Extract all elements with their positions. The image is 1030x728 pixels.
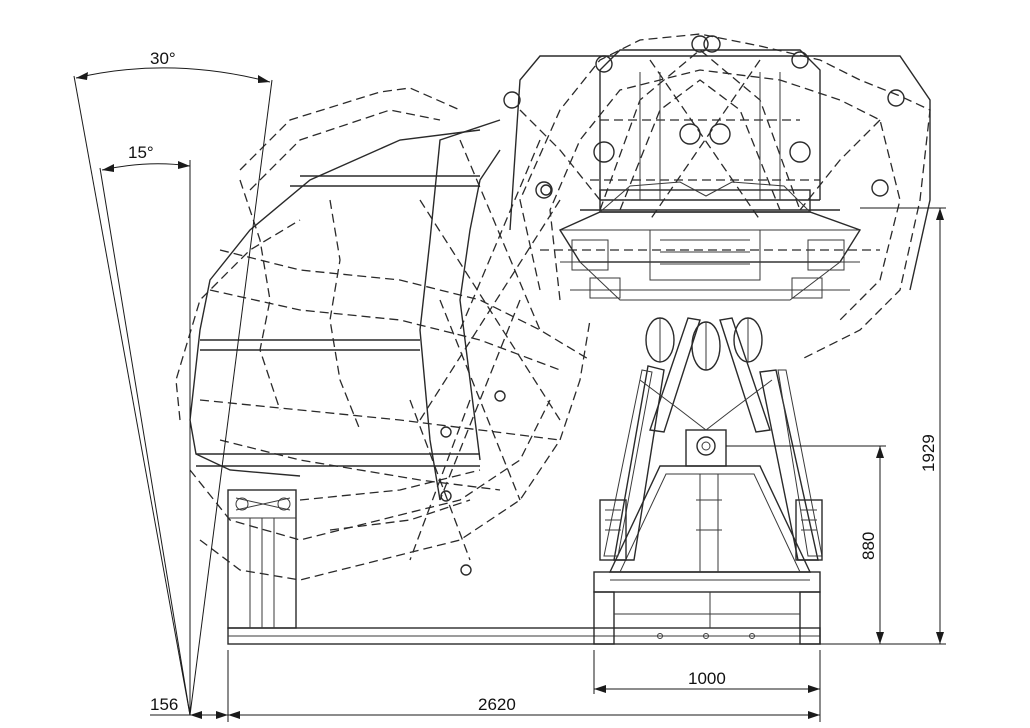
- frame-upper-dashed: [519, 33, 931, 361]
- seat-assembly: [558, 181, 862, 301]
- dimension-label-880: 880: [859, 532, 878, 560]
- frame-tilted-dashed: [175, 87, 591, 581]
- dimension-label-2620: 2620: [478, 695, 516, 714]
- dimension-label-156: 156: [150, 695, 178, 714]
- angle-dimension-30: 30°: [73, 49, 273, 716]
- frame-tilted-solid: [189, 119, 552, 576]
- dimension-label-1000: 1000: [688, 669, 726, 688]
- angle-label-15: 15°: [128, 143, 154, 162]
- left-support-block: [227, 489, 297, 629]
- pedestal: [593, 465, 821, 645]
- dimension-1000: 1000: [594, 669, 820, 693]
- dimension-1929: 1929: [860, 207, 946, 644]
- dimension-label-1929: 1929: [919, 434, 938, 472]
- pivot-block: [685, 429, 727, 467]
- actuators: [599, 317, 823, 561]
- dimension-156: 156: [150, 695, 228, 719]
- angle-label-30: 30°: [150, 49, 176, 68]
- angle-dimension-15: 15°: [99, 143, 191, 716]
- dimension-2620: 2620: [228, 695, 820, 719]
- dimension-880: 880: [726, 445, 946, 645]
- base-rail: [227, 627, 821, 645]
